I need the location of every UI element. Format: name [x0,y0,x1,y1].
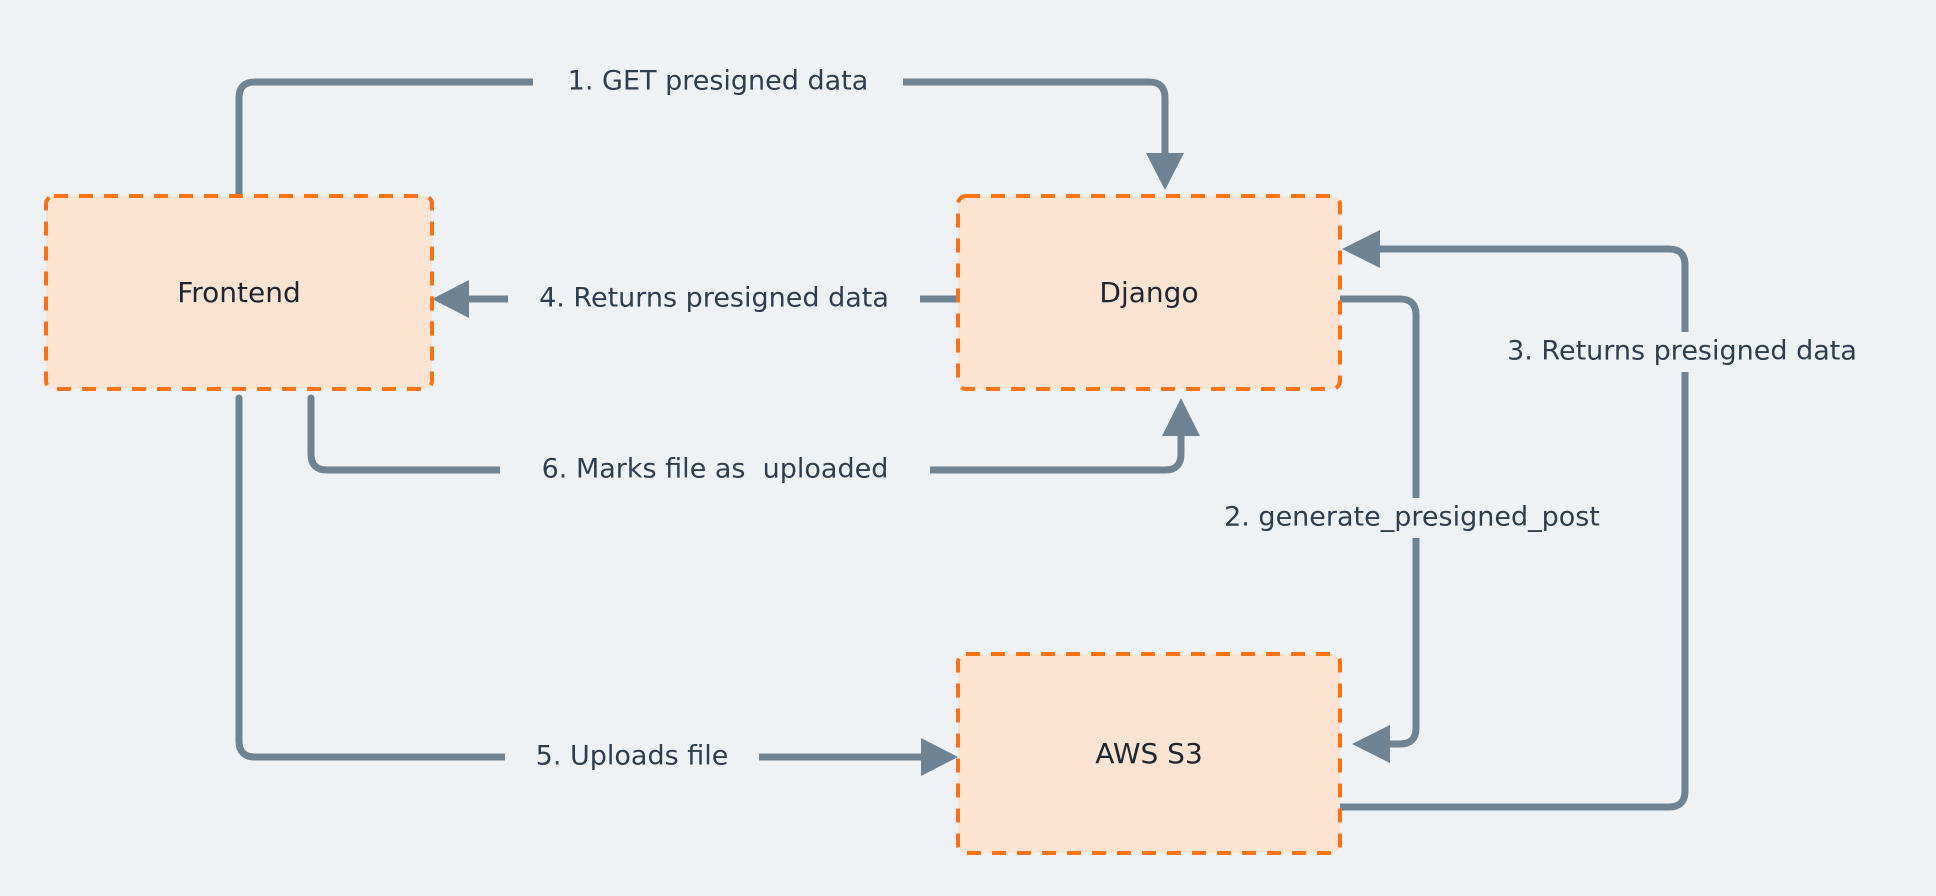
edge-1-get-presigned-data: 1. GET presigned data [235,62,1184,200]
node-frontend-box[interactable] [44,194,434,391]
node-frontend[interactable]: Frontend [44,194,434,391]
node-aws-s3[interactable]: AWS S3 [956,652,1342,855]
node-aws-s3-box[interactable] [956,652,1342,855]
node-django-label: Django [1099,276,1198,309]
edge-3-label-bg [1492,332,1874,372]
edge-3-label: 3. Returns presigned data [1507,336,1857,367]
edge-5-uploads-file: 5. Uploads file [235,394,958,777]
edge-3-returns-presigned-data: 3. Returns presigned data [1336,230,1874,811]
edge-2-arrowhead [1352,725,1390,763]
edge-5-arrowhead [921,738,958,776]
edge-2-label: 2. generate_presigned_post [1224,502,1600,533]
edge-6-arrowhead [1162,398,1200,436]
edge-4-returns-presigned-data: 4. Returns presigned data [432,279,962,319]
node-frontend-label: Frontend [177,276,301,309]
edge-6-label-bg [500,450,930,490]
edge-5-label-bg [505,737,759,777]
edge-2-generate-presigned-post: 2. generate_presigned_post [1197,295,1627,763]
edge-4-label-bg [508,279,920,319]
edge-6-label: 6. Marks file as uploaded [542,454,889,485]
edge-3-path [1336,245,1689,811]
edge-2-label-bg [1197,498,1627,538]
edge-4-label: 4. Returns presigned data [539,283,889,314]
node-aws-s3-label: AWS S3 [1095,737,1203,770]
edge-5-path [235,394,932,761]
edge-6-marks-file-as-uploaded: 6. Marks file as uploaded [307,394,1200,490]
edge-4-arrowhead [432,280,469,318]
node-django-box[interactable] [956,194,1342,391]
edge-5-label: 5. Uploads file [536,741,729,772]
edge-1-arrowhead [1146,153,1184,190]
edge-1-label: 1. GET presigned data [568,66,869,97]
edge-3-arrowhead [1342,230,1380,268]
node-django[interactable]: Django [956,194,1342,391]
edge-1-label-bg [533,62,903,102]
